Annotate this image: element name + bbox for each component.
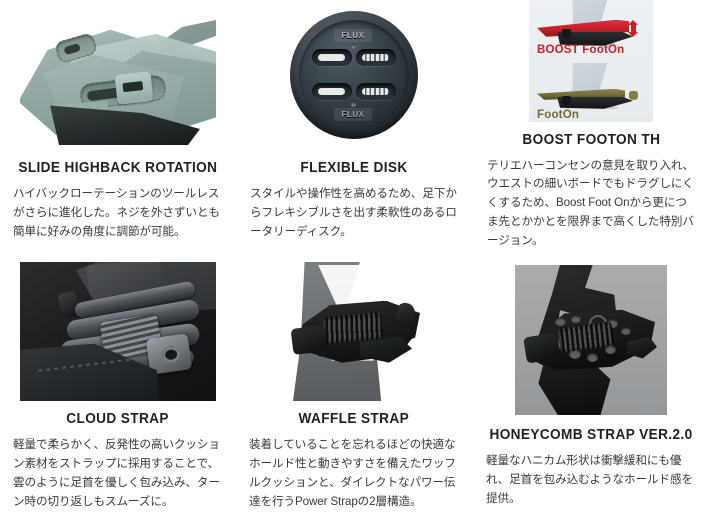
feature-card-flexible-disk: FLUX FLUX FLEXIBLE DISK スタイルや操作性を高めるため、足…	[236, 0, 472, 262]
disk-index-dot-bottom	[351, 102, 356, 107]
binding-nub	[562, 95, 571, 105]
disk-slot-bottom-right	[356, 83, 396, 100]
disk-slot-top-right	[356, 49, 396, 66]
binding-nub	[562, 28, 571, 38]
disk-slot-hole	[318, 88, 345, 95]
ratchet-buckle	[290, 324, 328, 355]
honeycomb-hole	[571, 314, 581, 323]
cloud-strap-photo	[20, 262, 216, 402]
honeycomb-hole	[621, 326, 631, 335]
card-body: テリエハーコンセンの意見を取り入れ、ウエストの細いボードでもドラグしにくくするた…	[487, 158, 695, 247]
disk-inner-face	[299, 20, 409, 130]
honeycomb-hole	[607, 318, 618, 328]
card-title: SLIDE HIGHBACK ROTATION	[18, 160, 218, 176]
disk-slot-top-left	[312, 49, 352, 66]
card-title: CLOUD STRAP	[66, 411, 170, 428]
binding-base-dark	[557, 96, 633, 109]
card-body: 軽量なハニカム形状は衝撃緩和にも優れ、足首を包み込むようなホールド感を提供。	[486, 454, 694, 505]
footon-lower-panel: FootOn	[529, 61, 653, 122]
figure-teal-highback-photo	[0, 0, 236, 150]
card-title: WAFFLE STRAP	[298, 411, 410, 428]
footon-label: FootOn	[537, 108, 580, 121]
card-title: HONEYCOMB STRAP VER.2.0	[489, 427, 693, 443]
toolless-lever	[114, 71, 154, 105]
figure-cloud-strap-photo	[0, 262, 236, 402]
height-arrow-icon	[628, 19, 639, 37]
ratchet-ladder	[322, 311, 384, 344]
disk-logo-bottom: FLUX	[334, 108, 372, 121]
boost-footon-comparison-diagram: BOOST FootOn FootOn	[529, 0, 653, 122]
feature-card-honeycomb-strap: HONEYCOMB STRAP VER.2.0 軽量なハニカム形状は衝撃緩和にも…	[472, 262, 710, 523]
ratchet-buckle	[145, 332, 193, 375]
figure-waffle-strap-photo	[236, 262, 472, 402]
height-marker-icon	[629, 90, 638, 100]
teal-highback-photo	[20, 5, 216, 145]
feature-card-boost-footon-th: BOOST FootOn FootOn BOOST FOOTON TH テリエハ…	[472, 0, 710, 262]
disk-slot-hole	[318, 54, 345, 61]
disk-slot-bottom-left	[312, 83, 352, 100]
honeycomb-hole	[605, 344, 616, 354]
boost-footon-label: BOOST FootOn	[537, 43, 625, 56]
honeycomb-hole	[555, 316, 566, 326]
feature-card-waffle-strap: WAFFLE STRAP 装着していることを忘れるほどの快適なホールド性と動きや…	[236, 262, 472, 523]
feature-card-cloud-strap: CLOUD STRAP 軽量で柔らかく、反発性の高いクッション素材をストラップに…	[0, 262, 236, 523]
card-title: BOOST FOOTON TH	[522, 131, 660, 148]
arrow-head-up	[628, 19, 638, 25]
ratchet-buckle	[523, 332, 561, 363]
honeycomb-hole	[569, 348, 581, 359]
disk-index-dot-top	[351, 44, 356, 49]
boost-footon-upper-panel	[529, 0, 653, 61]
card-body: 装着していることを忘れるほどの快適なホールド性と動きやすさを備えたワッフルクッシ…	[249, 438, 456, 508]
arrow-head-down	[628, 31, 638, 37]
honeycomb-hole	[587, 352, 598, 362]
black-rotary-disk-photo: FLUX FLUX	[290, 11, 418, 139]
honeycomb-strap-photo	[515, 264, 667, 415]
figure-boost-footon-comparison-diagram: BOOST FootOn FootOn	[472, 0, 710, 122]
figure-honeycomb-strap-photo	[472, 262, 710, 417]
binding-base-dark	[557, 31, 633, 46]
card-body: スタイルや操作性を高めるため、足下からフレキシブルさを出す柔軟性のあるロータリー…	[250, 187, 457, 238]
figure-black-rotary-disk-photo: FLUX FLUX	[236, 0, 472, 150]
waffle-strap-photo	[270, 262, 438, 402]
arrow-shaft	[631, 22, 636, 34]
footon-olive-bar	[537, 88, 625, 100]
card-title: FLEXIBLE DISK	[300, 160, 408, 176]
strap-tip	[627, 336, 657, 359]
disk-slot-hole	[362, 88, 389, 95]
card-body: ハイバックローテーションのツールレスがさらに進化した。ネジを外さずいとも簡単に好…	[13, 187, 220, 238]
disk-slot-hole	[362, 54, 389, 61]
card-body: 軽量で柔らかく、反発性の高いクッション素材をストラップに採用することで、雲のよう…	[13, 438, 220, 508]
disk-logo-top: FLUX	[334, 29, 372, 42]
feature-card-slide-highback-rotation: SLIDE HIGHBACK ROTATION ハイバックローテーションのツール…	[0, 0, 236, 262]
